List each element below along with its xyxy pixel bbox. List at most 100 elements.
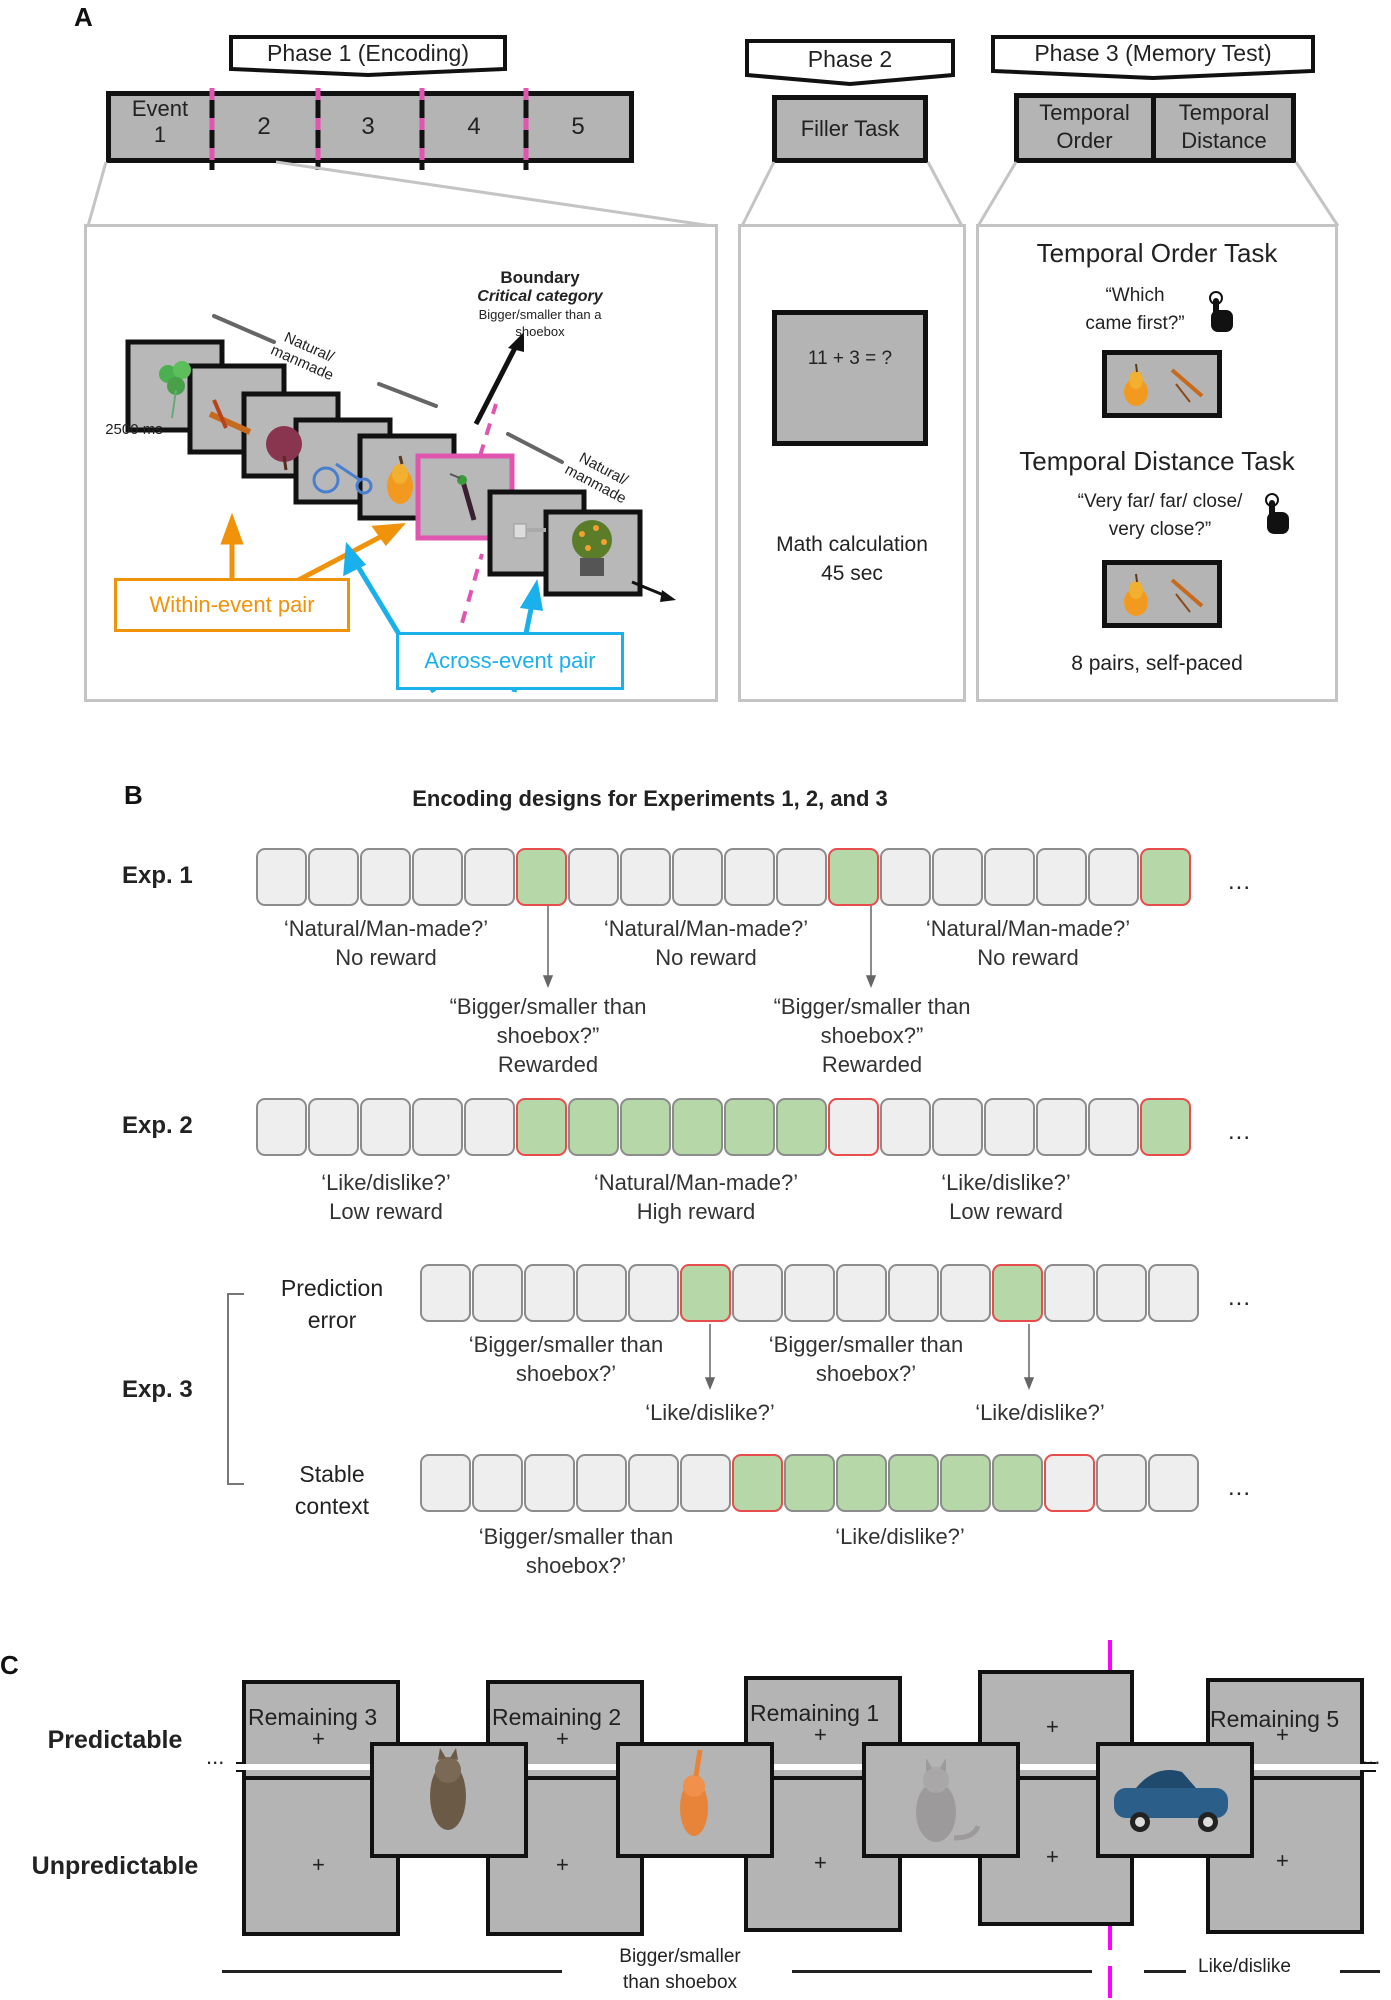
segment-bracket-1a [212, 314, 276, 344]
exp1-segment-label-2: ‘Natural/Man-made?’No reward [603, 916, 809, 970]
trial-cell [628, 1454, 679, 1512]
boundary-annotation: Boundary Critical category Bigger/smalle… [477, 268, 603, 339]
trial-cell [620, 848, 671, 906]
exp1-segment-label-3: ‘Natural/Man-made?’No reward [925, 916, 1131, 970]
memory-test-divider [1151, 93, 1156, 163]
track-gap [236, 1764, 1376, 1770]
exp2-segment-label-3: ‘Like/dislike?’Low reward [941, 1170, 1071, 1224]
trial-cell [256, 1098, 307, 1156]
trial-cell [672, 848, 723, 906]
trial-cell [1096, 1454, 1147, 1512]
event-timeline [106, 91, 634, 163]
trial-cell-critical [724, 1098, 775, 1156]
task1-line-left [222, 1970, 562, 1973]
trial-cell [680, 1454, 731, 1512]
boundary-dash-lower [454, 553, 484, 645]
stable-context-ellipsis: ... [1228, 1474, 1252, 1501]
trial-cell [1096, 1264, 1147, 1322]
stream-continue-arrow [631, 580, 667, 598]
trial-cell [420, 1454, 471, 1512]
fixation-cross: + [312, 1726, 325, 1751]
event-4: 4 [467, 113, 481, 140]
phase1-title: Phase 1 (Encoding) [266, 40, 469, 66]
boundary-dash-upper [478, 403, 498, 457]
countdown-label-2: Remaining 2 [492, 1704, 622, 1730]
temporal-distance-task-title: Temporal Distance Task [1019, 446, 1295, 476]
fixation-cross: + [312, 1852, 325, 1877]
trial-cell-critical [888, 1454, 939, 1512]
panel-a-label: A [74, 2, 93, 32]
exp2-segment-label-2: ‘Natural/Man-made?’High reward [593, 1170, 799, 1224]
trial-cell [308, 848, 359, 906]
task2-label: Like/dislike [1198, 1956, 1291, 1977]
order-pair-images [1124, 363, 1204, 406]
distance-pair-display [1102, 560, 1222, 628]
panel-c-label: C [0, 1650, 19, 1680]
prediction-error-arrows [704, 1324, 1035, 1391]
trial-cell-critical [672, 1098, 723, 1156]
pear-icon [1124, 363, 1148, 406]
math-problem: 11 + 3 = ? [807, 348, 893, 369]
pointing-hand-icon [1209, 291, 1233, 332]
zoom-connectors [86, 160, 1340, 228]
trial-cell [524, 1454, 575, 1512]
unpredictable-row-label: Unpredictable [31, 1852, 199, 1880]
trial-cell [932, 848, 983, 906]
exp1-segment-label-1: ‘Natural/Man-made?’No reward [283, 916, 489, 970]
trial-cell [568, 848, 619, 906]
exp1-label: Exp. 1 [122, 862, 193, 889]
fixation-cross: + [814, 1722, 827, 1747]
trial-cell [1036, 848, 1087, 906]
trial-cell [940, 1264, 991, 1322]
task1-line-right [792, 1970, 1092, 1973]
encoding-stream [125, 314, 676, 694]
flowers-glyph [572, 520, 612, 576]
boundary-arrow [473, 344, 519, 426]
trial-cell [524, 1264, 575, 1322]
segment-bracket-1b [377, 382, 438, 408]
distance-pair-images [1124, 573, 1204, 616]
task-boundary-line [1108, 1640, 1112, 1998]
countdown-label-1: Remaining 3 [248, 1704, 378, 1730]
trial-cell [420, 1264, 471, 1322]
exp1-arrows [542, 906, 877, 988]
phase3-title: Phase 3 (Memory Test) [1034, 40, 1272, 66]
fixation-cross: + [556, 1852, 569, 1877]
trial-cell [880, 1098, 931, 1156]
tabby-cat-icon [430, 1748, 466, 1830]
hummingbird-glyph [449, 473, 477, 521]
temporal-distance-question: “Very far/ far/ close/very close?” [1077, 491, 1243, 540]
trial-cell [472, 1454, 523, 1512]
trial-cell [464, 848, 515, 906]
trial-cell [360, 848, 411, 906]
trial-cell [360, 1098, 411, 1156]
exp2-label: Exp. 2 [122, 1112, 193, 1139]
trial-cell-critical [516, 848, 567, 906]
exp3-bracket [227, 1293, 244, 1485]
phase3-banner [991, 35, 1315, 81]
math-problem-screen [772, 310, 928, 446]
trial-cell-critical [620, 1098, 671, 1156]
trial-cell-critical [992, 1264, 1043, 1322]
trial-cell [984, 1098, 1035, 1156]
filler-task-box: Filler Task [772, 95, 928, 163]
orange-kitten-icon [680, 1749, 708, 1836]
predictable-row-label: Predictable [47, 1726, 183, 1754]
fixation-cross: + [1276, 1848, 1289, 1873]
segment-bracket-2 [506, 432, 564, 464]
trial-cell [464, 1098, 515, 1156]
deck-chair-glyph [208, 399, 252, 435]
fixation-cross: + [814, 1850, 827, 1875]
fixation-cross: + [556, 1726, 569, 1751]
